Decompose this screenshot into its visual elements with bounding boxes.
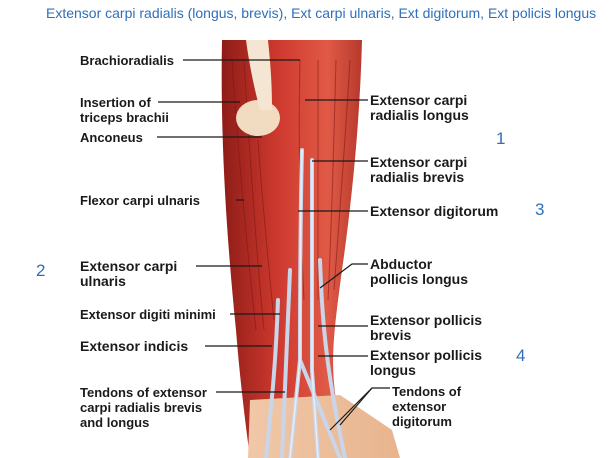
label-triceps-line2: triceps brachii [80,110,169,125]
caption: Extensor carpi radialis (longus, brevis)… [46,5,597,21]
label-epb-line1: Extensor pollicis [370,312,483,328]
label-ecu-line1: Extensor carpi [80,258,178,274]
marker-4: 4 [516,346,526,365]
label-indicis: Extensor indicis [80,338,189,354]
label-ecrl-line2: radialis longus [370,107,469,123]
label-anconeus: Anconeus [80,130,143,145]
label-apl-line1: Abductor [370,256,433,272]
label-ecrb-line1: Extensor carpi [370,154,468,170]
label-tendons-left-line3: and longus [80,415,150,430]
label-tendons-left-line1: Tendons of extensor [80,385,207,400]
label-digiti-minimi: Extensor digiti minimi [80,307,216,322]
label-tendons-left-line2: carpi radialis brevis [80,400,203,415]
label-epl-line1: Extensor pollicis [370,347,483,363]
label-flexor-carpi-ulnaris: Flexor carpi ulnaris [80,193,200,208]
label-triceps-line1: Insertion of [80,95,151,110]
label-apl-line2: pollicis longus [370,271,469,287]
label-tendons-right-line3: digitorum [392,414,452,429]
label-ecrl-line1: Extensor carpi [370,92,468,108]
label-ecu-line2: ulnaris [80,273,126,289]
label-tendons-right-line2: extensor [392,399,447,414]
label-epb-line2: brevis [370,327,412,343]
label-ecrb-line2: radialis brevis [370,169,465,185]
marker-1: 1 [496,129,506,148]
label-tendons-right-line1: Tendons of [392,384,462,399]
label-brachioradialis: Brachioradialis [80,53,174,68]
label-digitorum: Extensor digitorum [370,203,499,219]
marker-2: 2 [36,261,46,280]
label-epl-line2: longus [370,362,416,378]
marker-3: 3 [535,200,545,219]
